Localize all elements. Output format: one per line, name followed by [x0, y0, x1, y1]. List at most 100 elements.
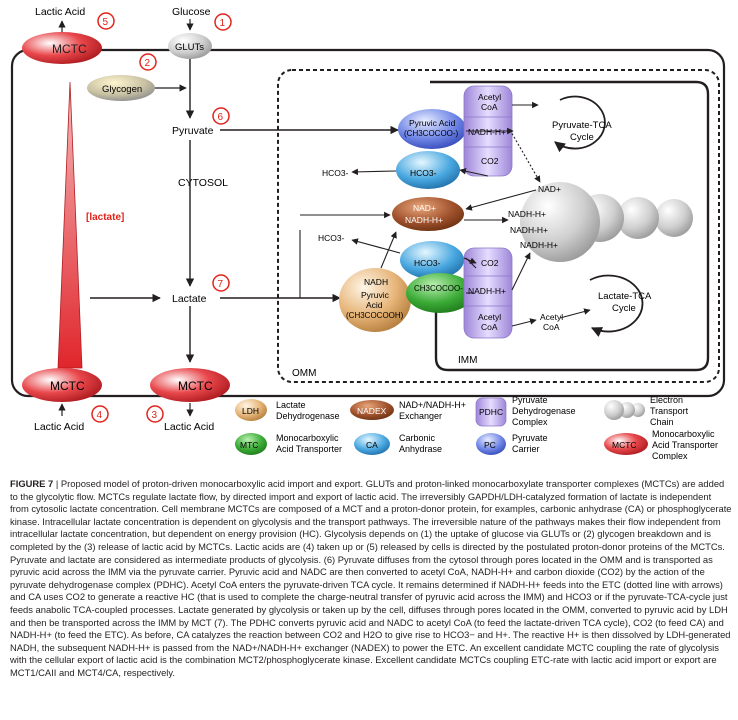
- legend-mctc-swatch: [604, 433, 648, 455]
- mct-complex-bottom-right: [150, 368, 230, 402]
- caption-label: FIGURE 7: [10, 478, 54, 489]
- nadex-nad-label: NAD+: [413, 203, 436, 213]
- pyruvate-tca-label-2: Cycle: [570, 132, 594, 143]
- legend-nadex-1: NAD+/NADH-H+: [399, 400, 466, 410]
- legend-pdhc-swatch: [475, 397, 507, 427]
- omm-label: OMM: [292, 368, 316, 379]
- pyruvate-label: Pyruvate: [172, 125, 214, 137]
- pc-pyruvic-formula-label: (CH3COCOO-): [404, 129, 459, 138]
- lactic-acid-top-label: Lactic Acid: [35, 6, 85, 18]
- ldh-acid-label: Acid: [366, 300, 383, 310]
- mct-complex-bottom-left: [22, 368, 102, 402]
- coa-free-label: CoA: [543, 322, 560, 332]
- svg-text:1: 1: [220, 18, 226, 29]
- svg-text:2: 2: [145, 58, 151, 69]
- legend-ca-1: Carbonic: [399, 433, 436, 443]
- lactate-tca-label-1: Lactate-TCA: [598, 291, 652, 302]
- outer-mitochondrial-membrane: [277, 69, 720, 383]
- ldh-nadh-label: NADH: [364, 277, 388, 287]
- figure-7-diagram: [lactate] MCTC Lactic Acid Glucose GLUTs…: [10, 6, 726, 460]
- lactate-tca-label-2: Cycle: [612, 303, 636, 314]
- pyruvate-tca-cycle: [554, 95, 606, 153]
- coa-bottom-label: CoA: [481, 322, 498, 332]
- legend-mctc-3: Complex: [652, 451, 688, 460]
- mtc-formula-label: CH3COCOO-: [414, 284, 463, 293]
- legend-pc-key: PC: [484, 440, 496, 450]
- lactic-acid-bottom-right-label: Lactic Acid: [164, 421, 214, 433]
- pdh-complex-bottom: [463, 247, 513, 339]
- glycogen-label: Glycogen: [102, 84, 142, 95]
- gluts-label: GLUTs: [175, 42, 204, 53]
- legend-ca-swatch: [354, 433, 390, 455]
- legend-nadex-2: Exchanger: [399, 411, 442, 421]
- lactate-gradient-wedge: [57, 81, 83, 369]
- legend-nadex-key: NADEX: [357, 406, 387, 416]
- glycogen-granule: [87, 75, 155, 101]
- inner-mitochondrial-membrane: [430, 80, 710, 372]
- glucose-label: Glucose: [172, 6, 211, 18]
- electron-transport-chain: [520, 182, 693, 262]
- svg-text:7: 7: [218, 279, 224, 290]
- lactic-acid-bottom-left-label: Lactic Acid: [34, 421, 84, 433]
- ldh-formula-label: (CH3COCOOH): [346, 311, 404, 320]
- carbonic-anhydrase-top: [396, 151, 460, 189]
- mct-top-label: MCTC: [52, 42, 87, 56]
- legend-etc-2: Transport: [650, 406, 689, 416]
- hco3-left-top-label: HCO3-: [322, 168, 349, 178]
- caption-separator: |: [53, 478, 61, 489]
- etc-nadh-2-label: NADH-H+: [510, 225, 548, 235]
- legend-etc-1: Electron: [650, 395, 683, 405]
- legend-pdhc-key: PDHC: [479, 407, 503, 417]
- legend-mtc-key: MTC: [240, 440, 258, 450]
- co2-bottom-label: CO2: [481, 258, 499, 268]
- legend-mtc-1: Monocarboxylic: [276, 433, 339, 443]
- cell-membrane: [10, 48, 726, 398]
- legend-mtc-2: Acid Transporter: [276, 444, 342, 454]
- legend-pc-2: Carrier: [512, 444, 540, 454]
- ca-top-hco3-label: HCO3-: [410, 168, 437, 178]
- pc-pyruvic-acid-label: Pyruvic Acid: [409, 118, 456, 128]
- pyruvate-tca-label-1: Pyruvate-TCA: [552, 120, 612, 131]
- legend-ldh-2: Dehydrogenase: [276, 411, 340, 421]
- nadex-nadh-label: NADH-H+: [405, 215, 443, 225]
- legend-mctc-1: Monocarboxylic: [652, 429, 715, 439]
- lactate-gradient-label: [lactate]: [86, 212, 124, 223]
- imm-label: IMM: [458, 355, 477, 366]
- legend-etc-3: Chain: [650, 417, 674, 427]
- legend-pdhc-2: Dehydrogenase: [512, 406, 576, 416]
- acetyl-bottom-label: Acetyl: [478, 312, 501, 322]
- legend-ldh-1: Lactate: [276, 400, 306, 410]
- legend-mctc-key: MCTC: [612, 440, 637, 450]
- legend-nadex-swatch: [350, 400, 394, 420]
- ldh-pyruvic-label: Pyruvic: [361, 290, 390, 300]
- lactate-dehydrogenase: [339, 268, 411, 332]
- acetyl-top-label: Acetyl: [478, 92, 501, 102]
- co2-top-label: CO2: [481, 156, 499, 166]
- mct-bottom-right-label: MCTC: [178, 379, 213, 393]
- hco3-left-bottom-label: HCO3-: [318, 233, 345, 243]
- mct-bottom-left-label: MCTC: [50, 379, 85, 393]
- legend-ldh-swatch: [235, 399, 267, 421]
- mct-complex-top: [22, 32, 102, 64]
- svg-text:3: 3: [152, 410, 158, 421]
- legend-pdhc-1: Pyruvate: [512, 395, 548, 405]
- caption-text: Proposed model of proton-driven monocarb…: [10, 478, 732, 678]
- etc-nadh-1-label: NADH-H+: [508, 209, 546, 219]
- etc-nad-label: NAD+: [538, 184, 561, 194]
- legend-mctc-2: Acid Transporter: [652, 440, 718, 450]
- mitochondrial-flows: [299, 101, 591, 327]
- legend-ca-key: CA: [366, 440, 378, 450]
- carbonic-anhydrase-bottom: [400, 241, 464, 279]
- svg-text:5: 5: [103, 17, 109, 28]
- legend-etc-swatch: [604, 400, 645, 420]
- legend-pc-1: Pyruvate: [512, 433, 548, 443]
- nadh-pdhc-bottom-label: NADH-H+: [468, 286, 506, 296]
- gluts-transporter: [168, 33, 212, 59]
- step-markers: 1 2 3 4 5 6 7: [91, 12, 232, 423]
- svg-text:6: 6: [218, 112, 224, 123]
- nadh-pdhc-top-label: NADH-H+: [468, 127, 506, 137]
- nad-exchanger: [392, 197, 464, 231]
- ca-bottom-hco3-label: HCO3-: [414, 258, 441, 268]
- figure-caption: FIGURE 7 | Proposed model of proton-driv…: [10, 478, 732, 680]
- monocarboxylic-acid-transporter: [406, 273, 474, 313]
